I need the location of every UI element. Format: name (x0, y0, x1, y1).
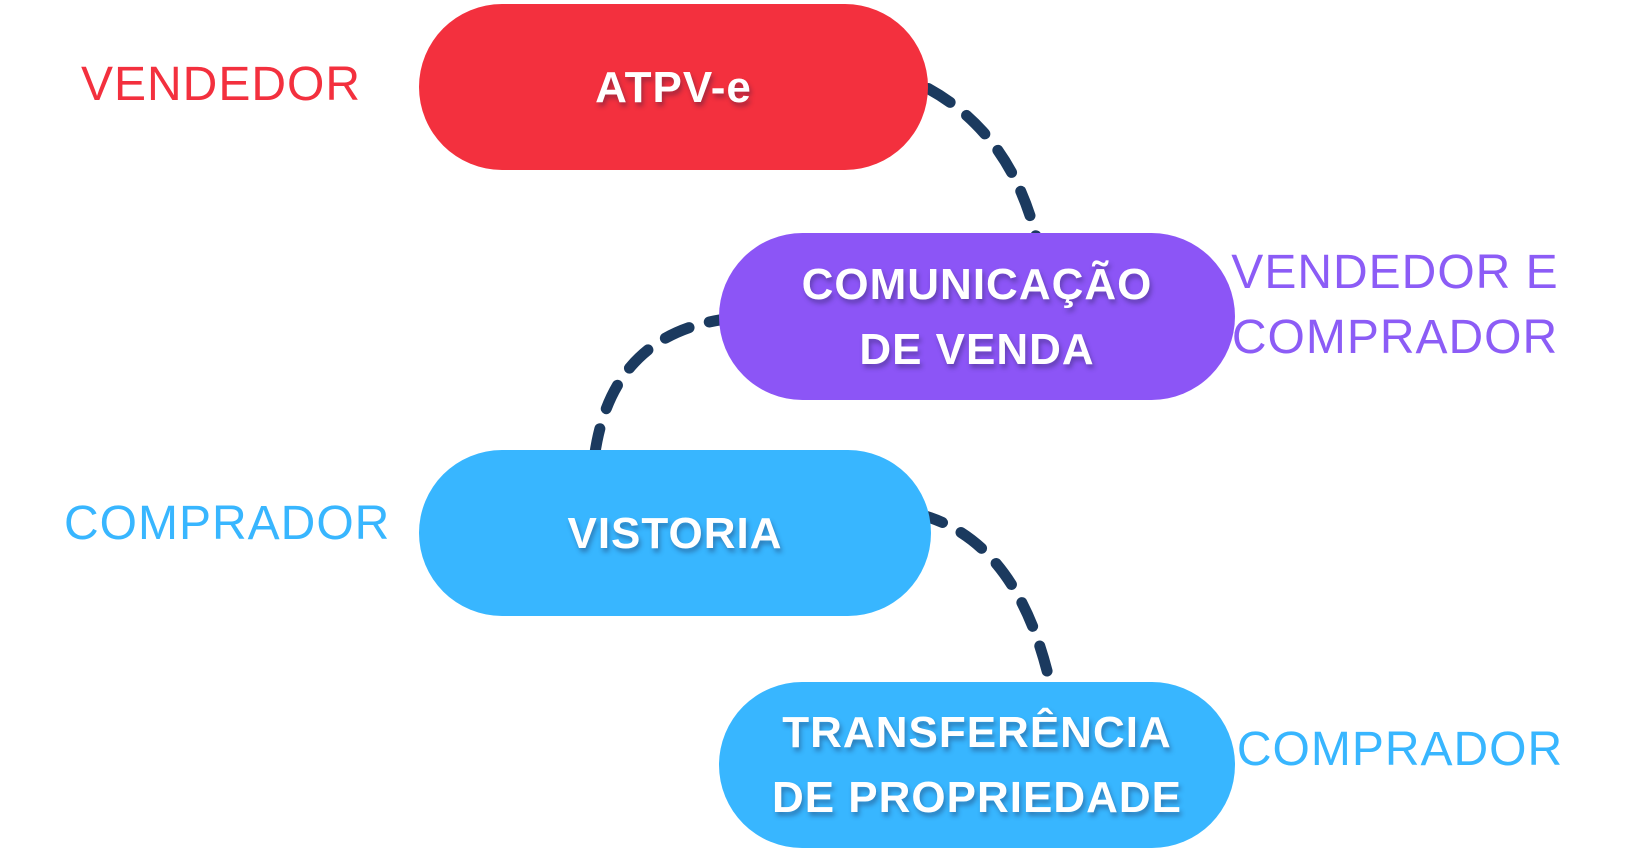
step-node-atpv-e: ATPV-e (419, 4, 928, 170)
connector-vistoria-to-transferencia (912, 508, 1058, 698)
actor-label-vendedor-e-comprador: VENDEDOR E COMPRADOR (1215, 240, 1575, 370)
connector-comunicacao-to-vistoria (588, 312, 741, 466)
actor-line: COMPRADOR (1236, 723, 1564, 776)
actor-label-comprador-left: COMPRADOR (64, 491, 391, 556)
step-title-line-2: DE PROPRIEDADE (771, 773, 1183, 822)
step-title-line-2: DE VENDA (859, 324, 1095, 374)
step-node-comunicacao-de-venda: COMUNICAÇÃO DE VENDA (719, 233, 1235, 400)
actor-line: VENDEDOR (80, 58, 362, 111)
step-node-vistoria: VISTORIA (419, 450, 931, 616)
actor-line: COMPRADOR (64, 497, 391, 550)
actor-label-comprador-right: COMPRADOR (1220, 717, 1580, 782)
step-title-line-1: TRANSFERÊNCIA (782, 708, 1172, 757)
step-title: ATPV-e (595, 62, 752, 112)
actor-label-vendedor: VENDEDOR (61, 52, 381, 117)
step-node-transferencia-de-propriedade: TRANSFERÊNCIA DE PROPRIEDADE (719, 682, 1235, 848)
step-title: VISTORIA (567, 508, 783, 558)
actor-line-2: COMPRADOR (1231, 311, 1559, 364)
actor-line-1: VENDEDOR E (1231, 246, 1559, 299)
step-title-line-1: COMUNICAÇÃO (801, 259, 1153, 309)
